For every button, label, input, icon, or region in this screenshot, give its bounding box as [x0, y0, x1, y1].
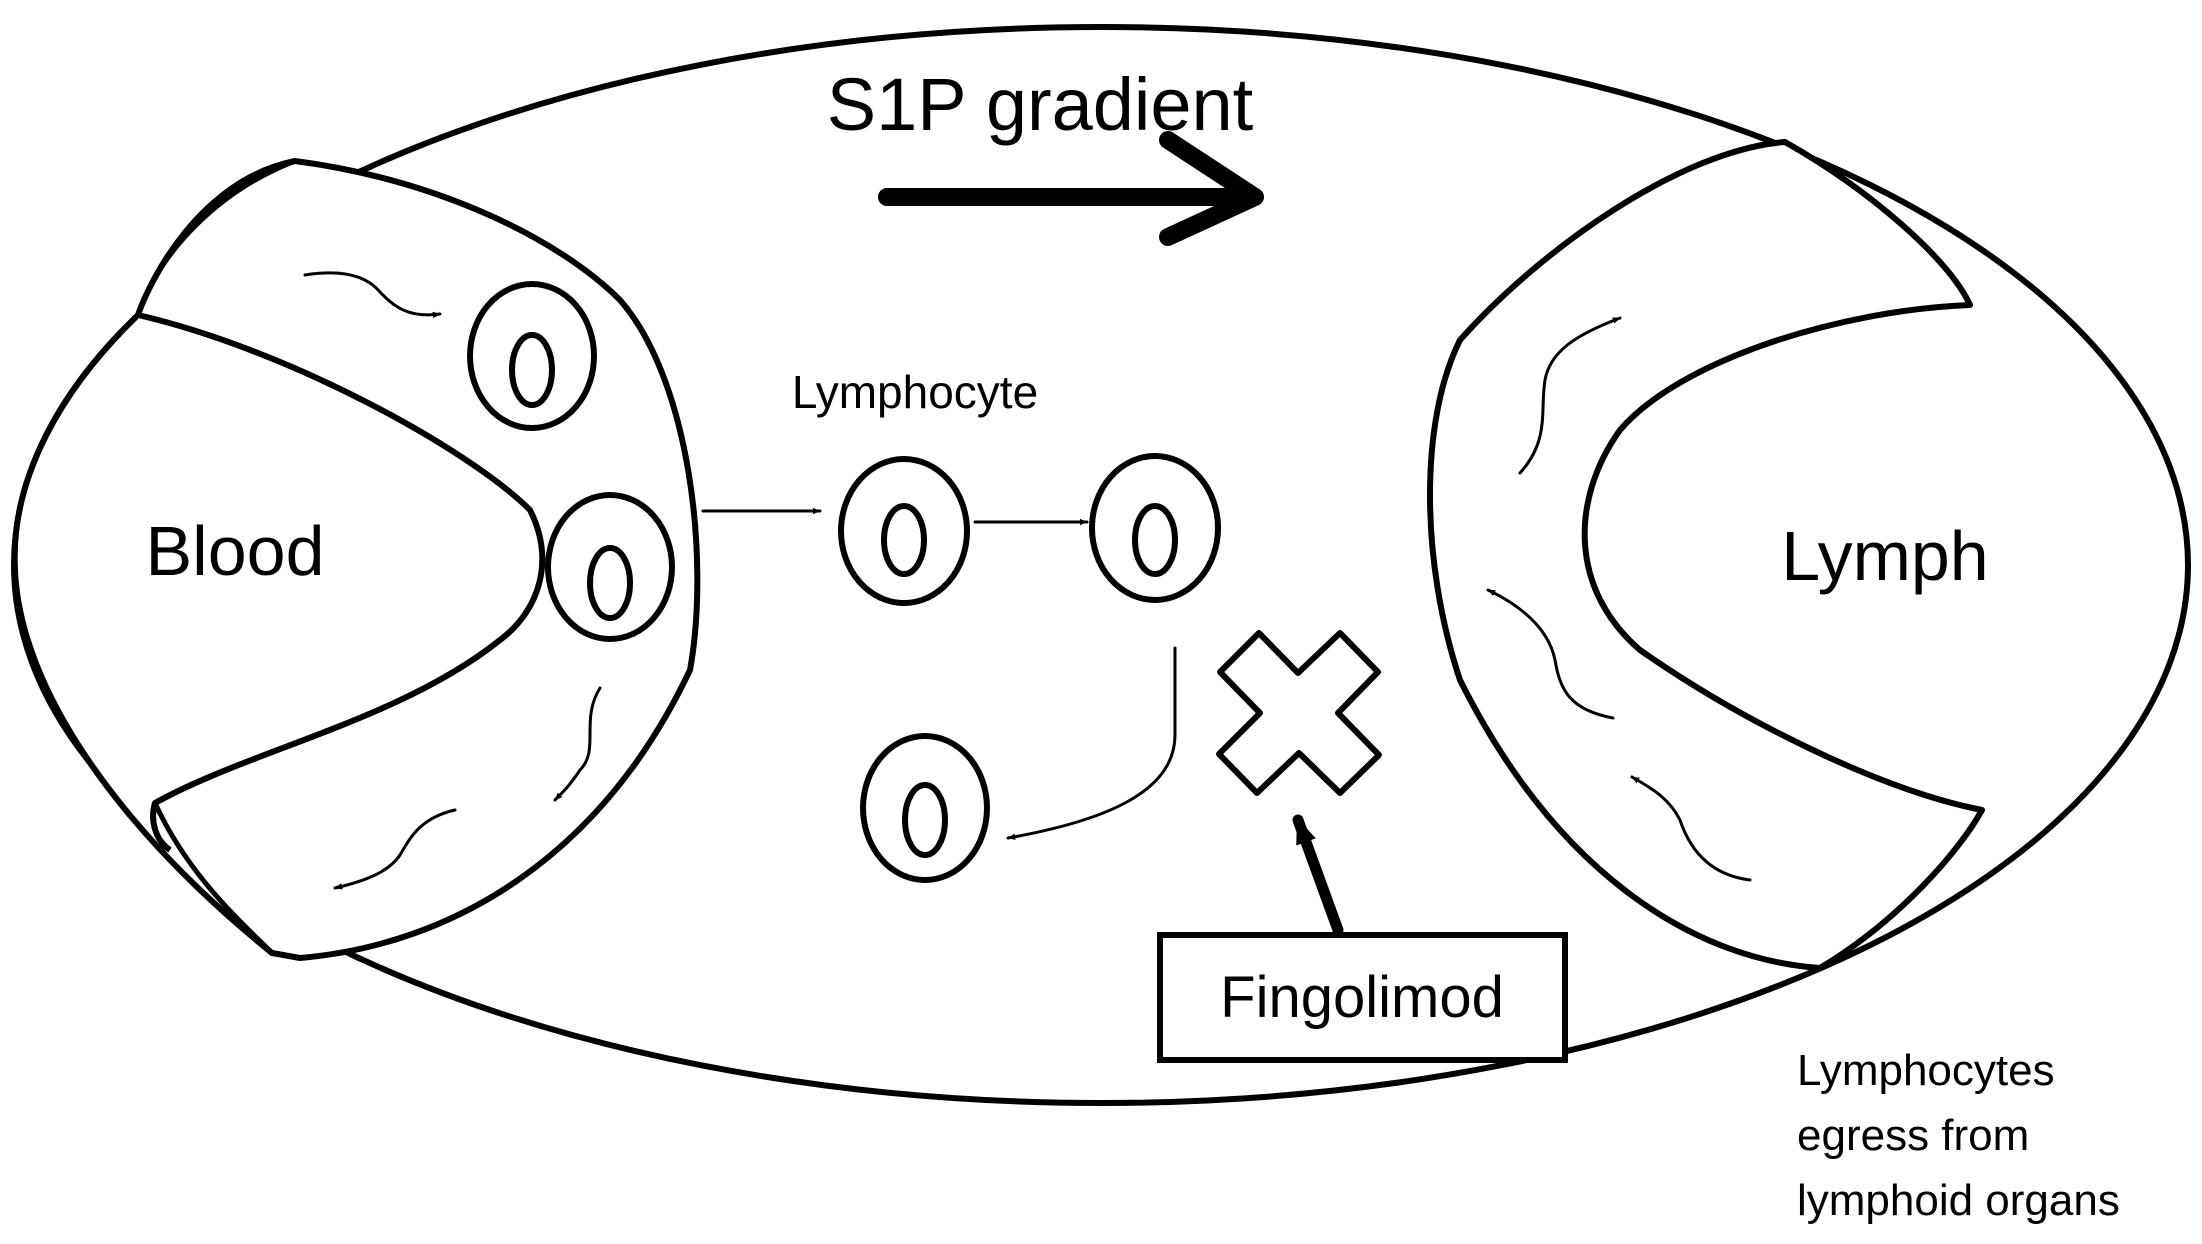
fingolimod-box [1157, 932, 1568, 1063]
blood-flow-arrow-top [303, 271, 442, 319]
lymphocyte-in-blood-top [467, 281, 597, 431]
lymphocyte-migrating-1 [838, 456, 970, 606]
cross-icon [1216, 630, 1382, 796]
lymphocyte-retained [860, 733, 990, 883]
lymphocyte-in-blood-bottom [545, 492, 675, 642]
lymph-flow-arrow-bottom [1630, 775, 1752, 882]
s1p-gradient-arrow [878, 131, 1264, 246]
lymph-flow-arrow-top [1518, 316, 1622, 475]
blood-flow-arrow-bottom [333, 808, 457, 890]
caption-line-1: Lymphocytes [1797, 1046, 2055, 1095]
lymph-vessel [1427, 139, 1985, 971]
retention-arrow [1006, 646, 1177, 840]
blood-vessel-lumen [137, 312, 546, 853]
blood-flow-arrow-right [553, 686, 602, 802]
fingolimod-arrow [1292, 814, 1344, 936]
blood-label: Blood [145, 512, 324, 590]
caption-line-3: lymphoid organs [1797, 1176, 2120, 1225]
caption-line-2: egress from [1797, 1111, 2029, 1160]
lymphocyte-migrating-2 [1089, 453, 1221, 603]
lymph-vessel-wall [1427, 139, 1985, 971]
lymph-flow-arrow-middle [1486, 588, 1615, 720]
fingolimod-label: Fingolimod [1220, 965, 1504, 1030]
lymphocyte-cell-icon [509, 332, 555, 408]
s1p-gradient-label: S1P gradient [827, 63, 1254, 146]
lymphocyte-label: Lymphocyte [792, 366, 1038, 418]
lymph-label: Lymph [1781, 517, 1989, 595]
